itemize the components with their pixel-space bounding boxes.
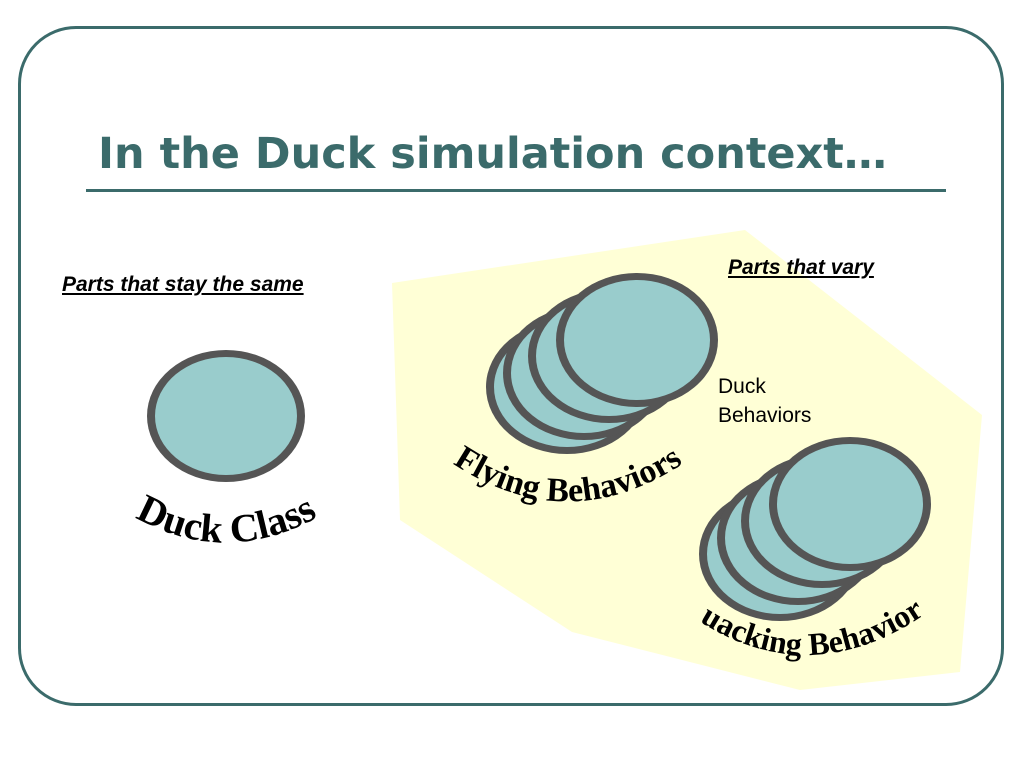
quacking-behaviors-stack [699,437,931,621]
slide-title: In the Duck simulation context… [98,129,887,179]
duck-class-label: Duck Class [131,485,322,552]
duck-behaviors-line-2: Behaviors [718,404,812,427]
duck-behaviors-label: Duck Behaviors [718,372,811,430]
duck-behaviors-line-1: Duck [718,375,766,398]
flying-circle-4 [556,273,718,407]
flying-behaviors-stack [486,273,718,454]
parts-stay-same-label: Parts that stay the same [62,273,304,296]
parts-vary-label: Parts that vary [728,256,874,279]
duck-class-circle [147,350,305,482]
slide-frame [18,26,1004,706]
title-underline [86,189,946,192]
quacking-circle-4 [769,437,931,571]
